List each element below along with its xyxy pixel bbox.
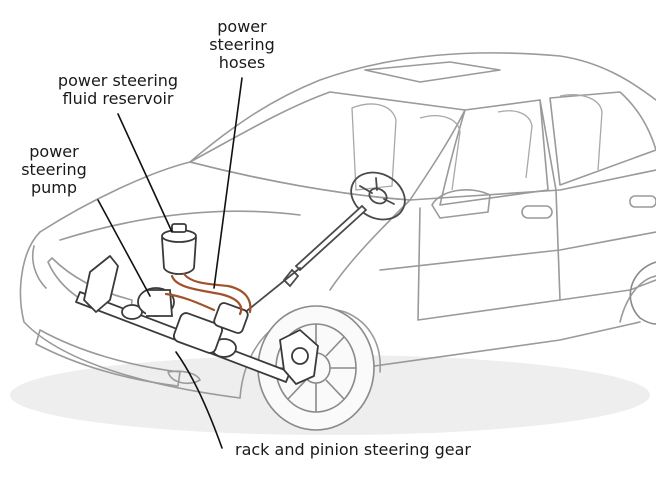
car-sunroof [364, 61, 501, 83]
label-fluid-reservoir: power steering fluid reservoir [34, 72, 202, 108]
leader-hoses [213, 77, 243, 289]
label-line: rack and pinion steering gear [234, 440, 471, 459]
car-headlight [31, 245, 47, 289]
car-beltline [409, 169, 656, 201]
car-body [19, 52, 656, 399]
label-power-steering-pump: power steering pump [14, 143, 94, 197]
label-line: fluid reservoir [62, 89, 174, 108]
leader-reservoir [117, 113, 173, 233]
car-side-mirror [431, 189, 491, 219]
power-steering-pump-body [137, 287, 175, 317]
label-line: steering [21, 160, 87, 179]
label-line: power [217, 17, 267, 36]
car-roof-outline [189, 52, 656, 163]
car-front-bumper [19, 231, 241, 399]
leader-rack [175, 351, 223, 449]
left-steering-knuckle [83, 255, 119, 313]
car-lower-intake [35, 329, 181, 387]
label-rack-and-pinion: rack and pinion steering gear [218, 441, 488, 459]
label-power-steering-hoses: power steering hoses [200, 18, 284, 72]
car-front-side-window [439, 99, 549, 206]
label-line: steering [209, 35, 275, 54]
car-rocker [359, 321, 641, 369]
label-line: power [29, 142, 79, 161]
power-steering-components [137, 223, 197, 317]
car-fog-light [167, 370, 201, 385]
steering-assembly [237, 171, 406, 319]
label-line: hoses [218, 53, 266, 72]
steering-column [294, 204, 368, 272]
power-steering-hoses [164, 272, 252, 316]
steering-wheel [350, 171, 406, 221]
car-hood-crease [59, 210, 301, 241]
car-rear-side-window [549, 91, 656, 186]
car-front-door [417, 189, 561, 321]
car-seats [351, 94, 603, 191]
car-hood [39, 161, 411, 291]
leader-lines [97, 77, 243, 449]
car-windshield [189, 91, 466, 201]
rack-and-pinion [75, 255, 319, 385]
label-line: pump [30, 178, 78, 197]
label-line: power steering [57, 71, 179, 90]
rear-wheel [629, 261, 656, 325]
car-rear-wheel-arch [619, 275, 656, 323]
steering-shaft [237, 267, 301, 319]
car-side-crease [379, 231, 656, 271]
leader-pump [97, 199, 151, 297]
